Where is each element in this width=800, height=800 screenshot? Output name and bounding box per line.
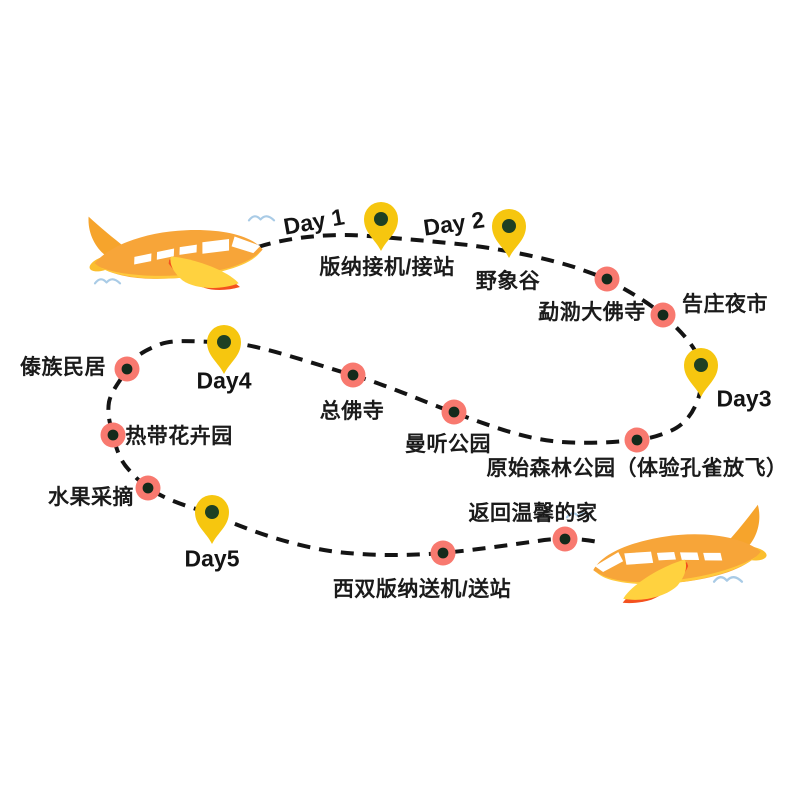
day-label-3: Day3: [716, 385, 772, 412]
bird-icon: [93, 278, 122, 285]
bird-icon: [247, 215, 276, 222]
airplane-icon: [584, 497, 775, 608]
stop-label-banna-pickup: 版纳接机/接站: [319, 256, 455, 279]
stop-dot-icon: [441, 399, 467, 425]
stop-dot-icon: [594, 266, 620, 292]
stop-label-return-home: 返回温馨的家: [468, 502, 598, 525]
map-pin-icon-day4: [204, 324, 244, 376]
day-label-4: Day4: [196, 367, 252, 394]
stop-dot-icon: [624, 427, 650, 453]
stop-label-banna-dropoff: 西双版纳送机/送站: [332, 578, 512, 601]
map-pin-icon-day3: [681, 347, 721, 399]
day-label-5: Day5: [184, 545, 240, 572]
map-pin-icon-day2: [489, 208, 529, 260]
map-pin-icon-day1: [361, 201, 401, 253]
bird-icon: [565, 512, 594, 519]
stop-label-dai-residence: 傣族民居: [20, 356, 106, 379]
stop-dot-icon: [100, 422, 126, 448]
stop-dot-icon: [135, 475, 161, 501]
stop-label-manting-park: 曼听公园: [405, 433, 491, 456]
stop-label-gaozhuang-night-market: 告庄夜市: [682, 293, 768, 316]
stop-dot-icon: [114, 356, 140, 382]
airplane-icon: [80, 194, 269, 302]
stop-dot-icon: [650, 302, 676, 328]
stop-label-tropical-flower-garden: 热带花卉园: [125, 425, 233, 448]
stop-label-zongfo-temple: 总佛寺: [319, 400, 385, 423]
bird-icon: [712, 575, 744, 583]
stop-dot-icon: [340, 362, 366, 388]
stop-dot-icon: [430, 540, 456, 566]
stop-dot-icon: [552, 526, 578, 552]
stop-label-fruit-picking: 水果采摘: [48, 486, 134, 509]
stop-label-mengle-temple: 勐泐大佛寺: [538, 301, 646, 324]
stop-label-primeval-forest-park: 原始森林公园（体验孔雀放飞）: [486, 457, 788, 480]
map-pin-icon-day5: [192, 494, 232, 546]
stop-label-wild-elephant-valley: 野象谷: [475, 270, 541, 293]
